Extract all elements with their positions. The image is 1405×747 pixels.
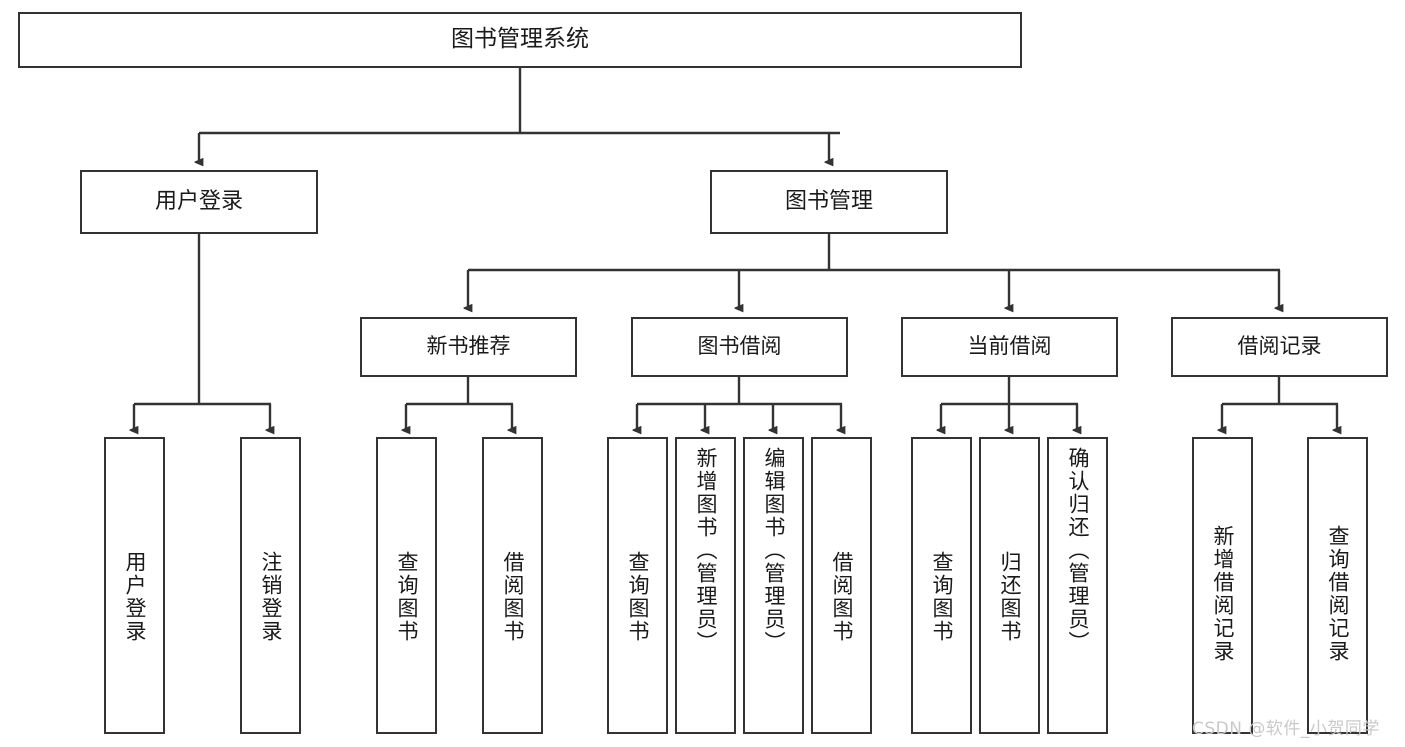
node-label: 新增图书（管理员）	[694, 447, 718, 654]
leaf-current-query-book[interactable]: 查询图书	[911, 437, 972, 734]
node-label: 借阅记录	[1237, 334, 1322, 359]
node-label: 当前借阅	[967, 334, 1052, 359]
node-label: 归还图书	[998, 551, 1022, 643]
node-label: 确认归还（管理员）	[1066, 447, 1090, 654]
leaf-user-login-signout[interactable]: 注销登录	[240, 437, 301, 734]
leaf-recommend-query-book[interactable]: 查询图书	[376, 437, 437, 734]
leaf-current-confirm-return-admin[interactable]: 确认归还（管理员）	[1047, 437, 1108, 734]
node-label: 查询图书	[395, 551, 419, 643]
node-new-book-recommend[interactable]: 新书推荐	[360, 317, 577, 377]
leaf-borrow-add-book-admin[interactable]: 新增图书（管理员）	[675, 437, 736, 734]
node-label: 借阅图书	[830, 551, 854, 643]
node-user-login[interactable]: 用户登录	[80, 170, 318, 234]
node-label: 图书借阅	[697, 334, 782, 359]
node-label: 图书管理	[784, 188, 873, 214]
node-label: 编辑图书（管理员）	[762, 447, 786, 654]
node-label: 新增借阅记录	[1211, 525, 1235, 663]
node-label: 注销登录	[259, 551, 283, 643]
node-label: 图书管理系统	[451, 26, 589, 53]
node-label: 查询图书	[930, 551, 954, 643]
node-label: 用户登录	[123, 551, 147, 643]
leaf-user-login-signin[interactable]: 用户登录	[104, 437, 165, 734]
node-book-management[interactable]: 图书管理	[710, 170, 948, 234]
csdn-watermark: CSDN @软件_小贺同学	[1192, 719, 1380, 739]
leaf-current-return-book[interactable]: 归还图书	[979, 437, 1040, 734]
node-label: 查询借阅记录	[1326, 525, 1350, 663]
leaf-records-add-record[interactable]: 新增借阅记录	[1192, 437, 1253, 734]
leaf-borrow-query-book[interactable]: 查询图书	[607, 437, 668, 734]
node-label: 用户登录	[154, 188, 243, 214]
leaf-records-query-record[interactable]: 查询借阅记录	[1307, 437, 1368, 734]
leaf-borrow-borrow-book[interactable]: 借阅图书	[811, 437, 872, 734]
node-book-borrow[interactable]: 图书借阅	[631, 317, 848, 377]
leaf-recommend-borrow-book[interactable]: 借阅图书	[482, 437, 543, 734]
node-label: 借阅图书	[501, 551, 525, 643]
node-current-borrow[interactable]: 当前借阅	[901, 317, 1118, 377]
node-root-library-system[interactable]: 图书管理系统	[18, 12, 1022, 68]
node-label: 查询图书	[626, 551, 650, 643]
leaf-borrow-edit-book-admin[interactable]: 编辑图书（管理员）	[743, 437, 804, 734]
node-borrow-records[interactable]: 借阅记录	[1171, 317, 1388, 377]
node-label: 新书推荐	[426, 334, 511, 359]
